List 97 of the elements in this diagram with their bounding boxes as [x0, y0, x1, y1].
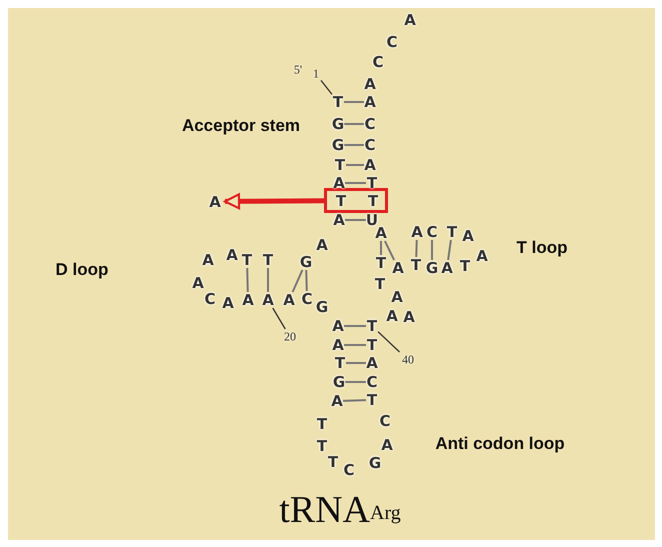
base-pair-line [431, 240, 433, 260]
base-pair-line [447, 240, 452, 260]
base-pair-line [380, 241, 382, 255]
region-label: Anti codon loop [435, 434, 565, 454]
base-pair-line [344, 123, 364, 125]
nucleotide-letter: T [242, 251, 252, 269]
position-number: 1 [313, 66, 319, 82]
nucleotide-letter: C [426, 223, 438, 241]
nucleotide-letter: A [226, 246, 238, 264]
nucleotide-letter: A [333, 174, 345, 192]
base-pair-line [344, 101, 364, 103]
nucleotide-letter: T [374, 275, 386, 293]
base-pair-line [344, 325, 366, 327]
nucleotide-letter: T [262, 251, 274, 269]
nucleotide-letter: T [366, 317, 378, 335]
nucleotide-letter: C [380, 412, 390, 430]
nucleotide-letter: A [364, 93, 376, 111]
nucleotide-letter: C [366, 373, 378, 391]
nucleotide-letter: T [446, 223, 458, 241]
nucleotide-letter: T [316, 437, 328, 455]
nucleotide-letter: A [403, 308, 415, 326]
nucleotide-letter: A [364, 156, 376, 174]
base-pair-line [384, 240, 396, 260]
position-number: 40 [402, 352, 414, 368]
nucleotide-letter: C [364, 115, 376, 133]
nucleotide-letter: G [332, 373, 346, 391]
region-label: T loop [516, 238, 568, 258]
nucleotide-letter: T [366, 336, 378, 354]
nucleotide-letter: C [204, 290, 216, 308]
nucleotide-letter: C [302, 290, 312, 308]
nucleotide-letter: T [316, 415, 328, 433]
region-label: Acceptor stem [182, 116, 300, 136]
nucleotide-letter: T [366, 391, 378, 409]
nucleotide-letter: A [209, 192, 221, 210]
base-pair-line [345, 381, 366, 383]
highlight-box [324, 188, 388, 213]
nucleotide-letter: G [426, 259, 438, 277]
base-pair-line [345, 182, 366, 184]
leader-line [272, 308, 286, 330]
position-number: 20 [284, 330, 296, 344]
base-pair-line [344, 144, 364, 146]
nucleotide-letter: T [410, 256, 422, 274]
base-pair-line [345, 219, 366, 221]
nucleotide-letter: C [386, 33, 398, 51]
nucleotide-letter: A [262, 291, 274, 309]
nucleotide-letter: A [441, 259, 453, 277]
nucleotide-letter: A [332, 336, 344, 354]
nucleotide-letter: G [368, 454, 382, 472]
nucleotide-letter: A [242, 291, 254, 309]
nucleotide-letter: A [364, 75, 376, 93]
nucleotide-letter: T [368, 192, 378, 210]
base-pair-line [267, 268, 269, 292]
base-pair-line [246, 268, 249, 292]
base-pair-line [344, 344, 366, 346]
nucleotide-letter: A [283, 291, 295, 309]
nucleotide-letter: T [328, 453, 338, 471]
base-pair-line [305, 270, 308, 292]
base-pair-line [415, 240, 418, 258]
region-label: D loop [56, 260, 108, 280]
nucleotide-letter: A [332, 317, 344, 335]
nucleotide-letter: A [391, 288, 403, 306]
nucleotide-letter: A [411, 223, 423, 241]
nucleotide-letter: T [376, 254, 386, 272]
nucleotide-letter: A [192, 274, 204, 292]
nucleotide-letter: C [364, 136, 376, 154]
base-pair-line [346, 362, 366, 364]
leader-line [378, 331, 400, 352]
base-pair-line [292, 270, 304, 292]
nucleotide-letter: T [336, 192, 346, 210]
nucleotide-letter: A [316, 236, 328, 254]
nucleotide-letter: G [300, 253, 312, 271]
nucleotide-letter: A [366, 354, 378, 372]
base-pair-line [342, 399, 366, 402]
prime-label: 5' [294, 62, 302, 78]
nucleotide-letter: A [462, 227, 474, 245]
nucleotide-letter: A [333, 211, 345, 229]
nucleotide-letter: G [332, 136, 344, 154]
nucleotide-letter: T [334, 354, 346, 372]
nucleotide-letter: T [366, 174, 378, 192]
nucleotide-letter: A [476, 247, 488, 265]
leader-line [320, 80, 333, 95]
nucleotide-letter: G [316, 298, 328, 316]
nucleotide-letter: A [392, 259, 404, 277]
nucleotide-letter: A [331, 392, 343, 410]
nucleotide-letter: G [332, 115, 344, 133]
nucleotide-letter: C [372, 53, 384, 71]
nucleotide-letter: A [386, 307, 398, 325]
base-pair-line [346, 164, 364, 166]
nucleotide-letter: T [460, 257, 470, 275]
nucleotide-letter: T [332, 93, 344, 111]
nucleotide-letter: A [381, 436, 393, 454]
nucleotide-letter: T [334, 156, 346, 174]
nucleotide-letter: A [404, 11, 416, 29]
nucleotide-letter: A [202, 251, 214, 269]
nucleotide-letter: A [222, 294, 234, 312]
nucleotide-letter: C [344, 461, 354, 479]
arrow [224, 193, 324, 210]
